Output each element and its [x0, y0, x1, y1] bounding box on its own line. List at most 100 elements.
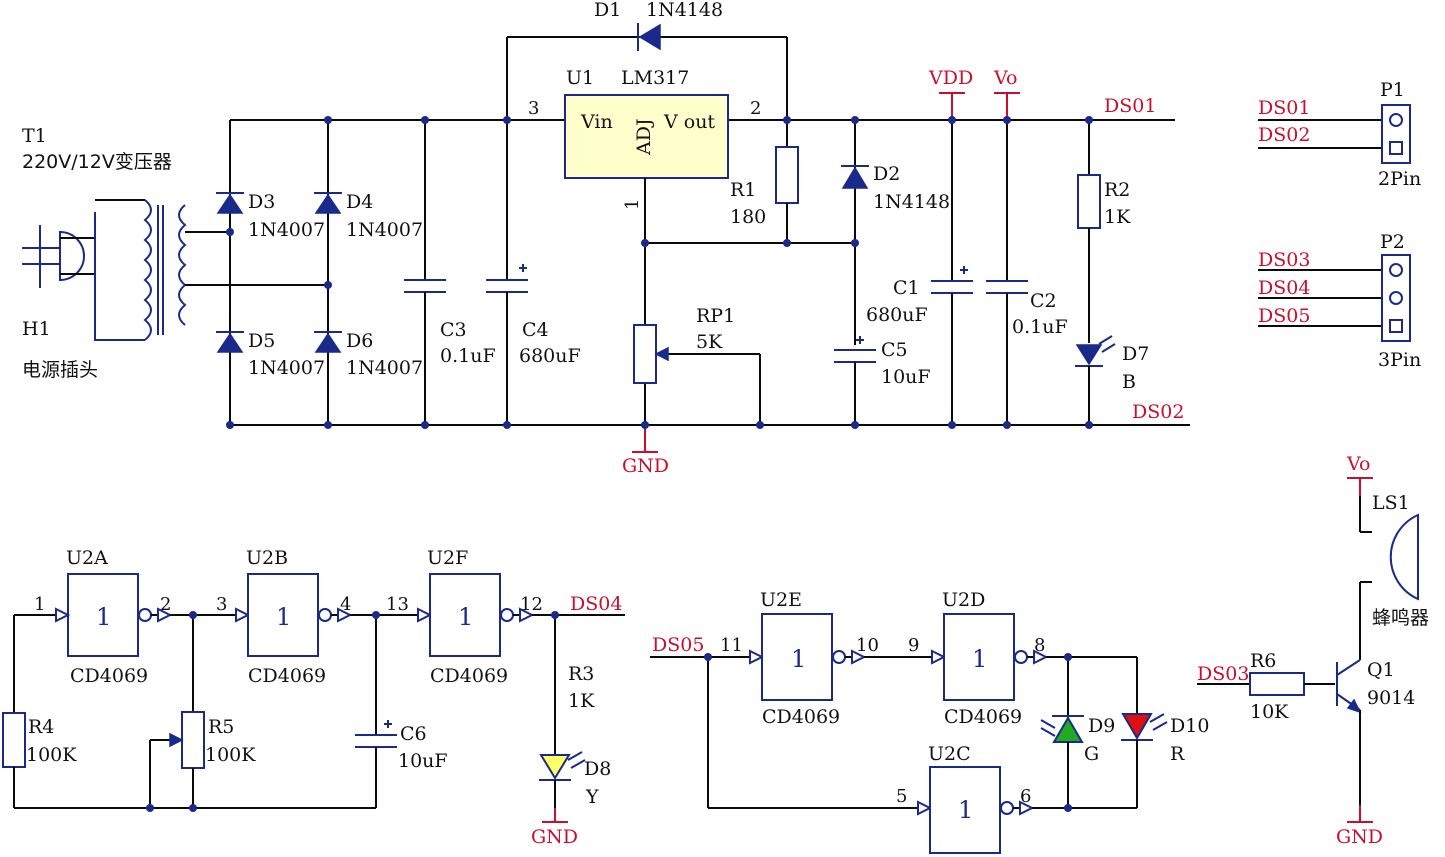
adj-network-wires: [644, 178, 855, 425]
r5-ref: R5: [208, 716, 234, 738]
buzzer-ls1: [1359, 496, 1419, 660]
d7-value: B: [1122, 371, 1136, 393]
indicator-junction-dots: [704, 653, 1072, 812]
p2-net3: DS05: [1258, 305, 1310, 327]
vo-label-buzzer: Vo: [1346, 453, 1370, 475]
d4-ref: D4: [346, 191, 373, 213]
u2f-part: CD4069: [430, 665, 508, 687]
u2c-pin-out: 6: [1020, 786, 1031, 807]
ds02-label: DS02: [1132, 401, 1184, 423]
c4-ref: C4: [522, 319, 549, 341]
capacitor-c6: [355, 615, 397, 808]
u1-ref: U1: [566, 67, 594, 89]
u2f-gate: 1: [458, 603, 473, 631]
d1-value: 1N4148: [646, 0, 723, 21]
resistor-r2: [1077, 120, 1101, 343]
diode-d3: [216, 192, 244, 214]
vo-port: [994, 92, 1020, 120]
u2a-part: CD4069: [70, 665, 148, 687]
t1-value: 220V/12V变压器: [22, 151, 172, 173]
p2-net1: DS03: [1258, 249, 1310, 271]
u2d-pin-out: 8: [1034, 635, 1045, 656]
gate-u2a: [14, 573, 251, 657]
r6-value: 10K: [1250, 701, 1289, 723]
u2e-part: CD4069: [762, 706, 840, 728]
p1-net1: DS01: [1258, 97, 1310, 119]
ls1-value: 蜂鸣器: [1372, 607, 1429, 629]
gnd-port-oscillator: [542, 808, 568, 823]
u2b-part: CD4069: [248, 665, 326, 687]
gnd-label-buzzer: GND: [1336, 826, 1383, 848]
d2-ref: D2: [873, 163, 900, 185]
plug-h1-symbol: [22, 225, 95, 288]
diode-d6: [314, 331, 342, 353]
u2b-pin-out: 4: [340, 594, 351, 615]
u2b-ref: U2B: [246, 547, 288, 569]
p1-ref: P1: [1380, 79, 1405, 101]
d6-value: 1N4007: [346, 357, 423, 379]
r4-value: 100K: [26, 744, 77, 766]
diode-d2: [841, 120, 869, 345]
c1-value: 680uF: [866, 304, 928, 326]
u1-adj-label: ADJ: [633, 118, 655, 156]
u2f-pin-out: 12: [520, 594, 543, 615]
u2e-ref: U2E: [760, 589, 802, 611]
vo-port-buzzer: [1347, 477, 1373, 496]
r3-ref: R3: [568, 663, 594, 685]
c1-ref: C1: [893, 277, 920, 299]
vdd-port: [939, 92, 965, 120]
resistor-r1: [775, 146, 799, 243]
capacitor-c5: [834, 336, 876, 425]
d2-value: 1N4148: [873, 191, 950, 213]
d9-value: G: [1084, 743, 1099, 765]
d5-value: 1N4007: [248, 357, 325, 379]
vo-label: Vo: [993, 67, 1017, 89]
gnd-port-power: [632, 425, 658, 453]
u2a-gate: 1: [96, 603, 111, 631]
u1-vout-label: V out: [663, 111, 715, 133]
u2e-pin-in: 11: [720, 635, 743, 656]
d3-ref: D3: [248, 191, 275, 213]
capacitor-c3: [404, 120, 446, 425]
resistor-r4: [2, 615, 376, 809]
d5-ref: D5: [248, 330, 275, 352]
r2-value: 1K: [1104, 206, 1131, 228]
p1-net2: DS02: [1258, 124, 1310, 146]
vdd-label: VDD: [928, 67, 973, 89]
r3-value: 1K: [568, 690, 595, 712]
capacitor-c2: [986, 120, 1028, 425]
u2d-ref: U2D: [942, 589, 985, 611]
capacitor-c1: [931, 120, 973, 425]
c2-ref: C2: [1030, 290, 1057, 312]
rp1-ref: RP1: [696, 305, 735, 327]
u2b-pin-in: 3: [216, 594, 227, 615]
rp1-value: 5K: [696, 331, 723, 353]
led-d10: [1121, 657, 1168, 808]
r4-ref: R4: [28, 716, 54, 738]
h1-value: 电源插头: [22, 359, 98, 381]
u1-value: LM317: [621, 67, 689, 89]
u1-vin-label: Vin: [580, 111, 613, 133]
u2f-pin-in: 13: [386, 594, 409, 615]
u1-pin2: 2: [750, 98, 761, 119]
r1-ref: R1: [730, 179, 756, 201]
q1-value: 9014: [1367, 687, 1415, 709]
gate-u2f: [429, 573, 625, 657]
u2b-gate: 1: [276, 603, 291, 631]
gate-u2e: [749, 613, 947, 701]
d10-value: R: [1170, 743, 1185, 765]
c6-value: 10uF: [398, 750, 448, 772]
transistor-q1: [1336, 659, 1362, 810]
d3-value: 1N4007: [248, 219, 325, 241]
p2-type: 3Pin: [1378, 349, 1421, 371]
connector-p2: [1258, 254, 1411, 342]
c4-value: 680uF: [519, 345, 581, 367]
u2a-pin-out: 2: [160, 594, 171, 615]
ds01-label: DS01: [1104, 95, 1156, 117]
c3-value: 0.1uF: [440, 345, 496, 367]
r1-value: 180: [730, 206, 766, 228]
regulator-u1-body: [564, 94, 729, 179]
oscillator-section: U2A 1 CD4069 1 2 U2B 1 CD4069 3 4 U2F 1 …: [2, 547, 625, 848]
q1-ref: Q1: [1367, 659, 1395, 681]
capacitor-c4: [486, 120, 528, 425]
